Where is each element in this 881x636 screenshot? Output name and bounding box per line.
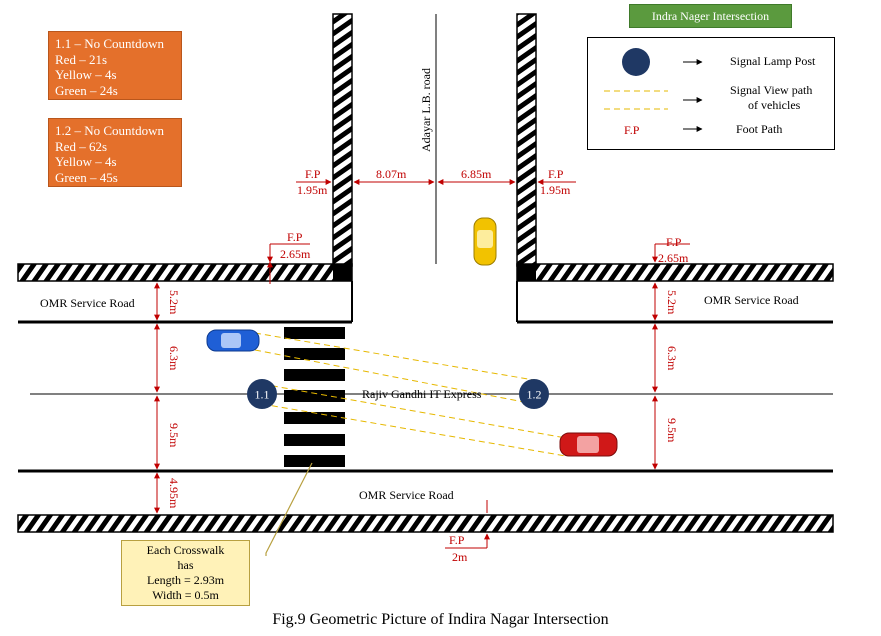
signal-view-paths bbox=[254, 332, 567, 457]
timing-1-2-line-1: 1.2 – No Countdown bbox=[55, 123, 165, 138]
legend-lamp-label: Signal Lamp Post bbox=[730, 54, 816, 68]
footpath-west-top bbox=[17, 263, 353, 282]
dimension-texts: F.P 1.95m 8.07m 6.85m F.P 1.95m F.P 2.65… bbox=[167, 167, 689, 564]
callout-line-1: Each Crosswalk bbox=[146, 543, 225, 557]
callout-line-2: has bbox=[177, 558, 194, 572]
callout-line-3: Length = 2.93m bbox=[146, 573, 225, 587]
legend-fp-symbol: F.P bbox=[624, 123, 640, 137]
dim-service-left: 5.2m bbox=[167, 290, 181, 315]
footpath-north-right bbox=[516, 13, 537, 267]
signal-1-1: 1.1 bbox=[247, 379, 277, 409]
signal-1-1-label: 1.1 bbox=[255, 388, 270, 402]
footpath-north-left bbox=[332, 13, 353, 267]
legend: Signal Lamp Post Signal View path of veh… bbox=[587, 37, 835, 150]
legend-view-path-label-2: of vehicles bbox=[748, 98, 801, 112]
timing-1-2-line-2: Red – 62s bbox=[55, 138, 107, 154]
dim-lane-left: 8.07m bbox=[376, 167, 407, 181]
dim-fp-bottom-value: 2m bbox=[452, 550, 468, 564]
dim-fp-mid-right-label: F.P bbox=[666, 235, 682, 249]
title-badge: Indra Nager Intersection bbox=[629, 4, 792, 28]
dim-fp-top-left-value: 1.95m bbox=[297, 183, 328, 197]
road-label-omr-left: OMR Service Road bbox=[40, 296, 135, 310]
dim-fp-mid-left-value: 2.65m bbox=[280, 247, 311, 261]
legend-symbols bbox=[604, 48, 703, 132]
car-blue bbox=[206, 329, 260, 352]
dim-fp-mid-right-value: 2.65m bbox=[658, 251, 689, 265]
road-label-omr-right: OMR Service Road bbox=[704, 293, 799, 307]
car-yellow bbox=[473, 217, 497, 266]
signal-1-2-timing: 1.2 – No Countdown Red – 62s Yellow – 4s… bbox=[48, 118, 182, 187]
signal-1-2-label: 1.2 bbox=[527, 388, 542, 402]
signal-1-1-timing: 1.1 – No Countdown Red – 21s Yellow – 4s… bbox=[48, 31, 182, 100]
crosswalk bbox=[284, 327, 345, 467]
figure-caption: Fig.9 Geometric Picture of Indira Nagar … bbox=[272, 611, 609, 628]
dim-fp-top-right-value: 1.95m bbox=[540, 183, 571, 197]
timing-1-2-line-3: Yellow – 4s bbox=[55, 154, 117, 169]
road-label-adayar: Adayar L.B. road bbox=[419, 68, 433, 152]
signal-1-2: 1.2 bbox=[519, 379, 549, 409]
timing-1-1-line-3: Yellow – 4s bbox=[55, 67, 117, 82]
legend-fp-label: Foot Path bbox=[736, 122, 783, 136]
dimension-lines bbox=[154, 179, 690, 549]
road-label-omr-bottom: OMR Service Road bbox=[359, 488, 454, 502]
footpath-east-top bbox=[516, 263, 834, 282]
dim-lane2-right: 9.5m bbox=[665, 418, 679, 443]
timing-1-1-line-2: Red – 21s bbox=[55, 51, 107, 67]
timing-1-1-line-1: 1.1 – No Countdown bbox=[55, 36, 165, 51]
dim-fp-top-left-label: F.P bbox=[305, 167, 321, 181]
dim-fp-top-right-label: F.P bbox=[548, 167, 564, 181]
legend-lamp-icon bbox=[622, 48, 650, 76]
corner-block-right bbox=[517, 264, 536, 281]
crosswalk-callout-leader bbox=[265, 462, 313, 556]
timing-1-1-line-4: Green – 24s bbox=[55, 82, 118, 98]
dim-lane1-left: 6.3m bbox=[167, 346, 181, 371]
callout-line-4: Width = 0.5m bbox=[152, 588, 219, 602]
car-red bbox=[559, 432, 618, 457]
crosswalk-callout: Each Crosswalk has Length = 2.93m Width … bbox=[121, 540, 250, 606]
corner-block-left bbox=[333, 264, 352, 281]
legend-view-path-label: Signal View path bbox=[730, 83, 813, 97]
dim-lane-right: 6.85m bbox=[461, 167, 492, 181]
dim-service-bottom: 4.95m bbox=[167, 478, 181, 509]
dim-service-right: 5.2m bbox=[665, 290, 679, 315]
timing-1-2-line-4: Green – 45s bbox=[55, 169, 118, 185]
dim-lane1-right: 6.3m bbox=[665, 346, 679, 371]
dim-fp-bottom-label: F.P bbox=[449, 533, 465, 547]
dim-fp-mid-left-label: F.P bbox=[287, 230, 303, 244]
road-label-rajiv: Rajiv Gandhi IT Express bbox=[362, 387, 482, 401]
footpath-bottom bbox=[17, 514, 834, 533]
dim-lane2-left: 9.5m bbox=[167, 423, 181, 448]
